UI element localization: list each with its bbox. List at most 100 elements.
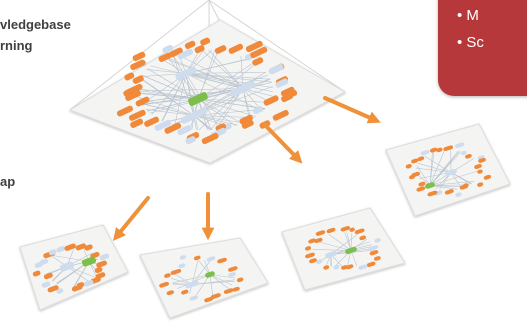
bullet-item: • M — [457, 7, 479, 24]
map-node-blue — [41, 281, 51, 288]
map-node-blue — [185, 280, 199, 289]
map-node-orange — [125, 90, 141, 102]
map-node-blue — [39, 258, 49, 265]
map-node-orange — [132, 51, 146, 62]
map-node-blue — [268, 63, 284, 75]
arrow-1 — [112, 196, 150, 241]
map-node-green — [425, 182, 435, 189]
map-node-blue — [455, 142, 465, 148]
map-node-blue — [179, 255, 187, 260]
map-link — [161, 73, 187, 121]
map-node-orange — [94, 266, 103, 273]
map-link — [141, 74, 199, 100]
map-link — [191, 279, 235, 285]
concept-map-4 — [385, 123, 511, 217]
map-link — [416, 165, 431, 186]
map-link — [185, 71, 266, 74]
map-node-orange — [96, 260, 108, 268]
map-node-blue — [455, 192, 462, 197]
map-link — [450, 172, 472, 184]
map-link — [350, 250, 358, 266]
map-node-orange — [169, 47, 183, 58]
map-node-orange — [373, 256, 381, 261]
map-node-orange — [125, 83, 143, 96]
map-link — [242, 88, 252, 120]
map-node-orange — [417, 156, 425, 162]
knowledgebase-label: vledgebase — [0, 17, 71, 32]
map-link — [209, 274, 213, 295]
map-node-blue — [185, 136, 196, 145]
map-link — [185, 73, 273, 88]
map-node-orange — [477, 169, 483, 174]
map-node-orange — [315, 230, 326, 236]
map-link — [140, 88, 244, 103]
map-node-orange — [436, 147, 443, 153]
map-link — [66, 266, 91, 284]
map-node-blue — [230, 80, 256, 97]
map-node-orange — [144, 116, 160, 127]
map-link — [429, 152, 433, 186]
map-node-blue — [461, 150, 467, 156]
map-node-orange — [369, 250, 379, 256]
map-node-orange — [263, 95, 279, 106]
map-node-blue — [325, 250, 337, 259]
map-node-orange — [272, 109, 289, 121]
map-link — [185, 73, 263, 112]
map-node-orange — [164, 273, 171, 278]
map-node-orange — [223, 288, 234, 294]
map-node-blue — [358, 264, 368, 270]
map-node-orange — [281, 93, 293, 103]
map-node-blue — [48, 249, 57, 256]
map-link — [240, 55, 244, 89]
map-link — [416, 167, 452, 173]
map-link — [346, 232, 352, 251]
map-node-blue — [56, 288, 64, 294]
map-link — [193, 50, 216, 116]
map-node-orange — [215, 123, 227, 132]
map-node-orange — [210, 293, 221, 299]
map-link — [191, 260, 199, 285]
concept-map-1 — [19, 224, 129, 311]
map-link — [191, 260, 211, 285]
map-link — [198, 260, 211, 275]
map-node-orange — [354, 228, 365, 235]
map-node-orange — [305, 252, 315, 259]
map-node-orange — [443, 145, 454, 152]
map-link — [185, 73, 273, 97]
map-link — [330, 254, 344, 268]
map-node-blue — [99, 253, 110, 261]
map-node-orange — [228, 266, 238, 272]
map-node-orange — [239, 114, 253, 125]
map-node-green — [81, 256, 97, 267]
map-node-blue — [252, 106, 263, 115]
map-node-blue — [316, 259, 323, 264]
map-link — [172, 274, 211, 284]
map-node-orange — [214, 45, 227, 54]
map-link — [196, 274, 211, 296]
map-node-orange — [250, 46, 268, 59]
map-node-orange — [477, 182, 484, 187]
map-link — [172, 272, 193, 285]
map-link — [137, 88, 244, 92]
map-link — [328, 234, 352, 251]
map-node-orange — [200, 37, 211, 46]
map-link — [215, 88, 244, 130]
map-node-blue — [177, 125, 192, 136]
map-node-orange — [71, 284, 83, 292]
arrow-3 — [262, 122, 303, 164]
map-link — [185, 73, 271, 80]
map-link — [197, 98, 256, 117]
map-node-orange — [474, 163, 482, 169]
concept-map-3 — [281, 207, 406, 291]
map-node-orange — [164, 122, 182, 134]
map-link — [145, 109, 195, 116]
map-node-orange — [132, 75, 144, 84]
map-node-orange — [340, 225, 351, 232]
map-link — [204, 260, 211, 275]
map-node-blue — [228, 272, 236, 278]
map-node-blue — [206, 256, 216, 262]
map-node-orange — [236, 277, 244, 283]
map-node-orange — [366, 261, 376, 268]
map-node-orange — [204, 296, 214, 303]
